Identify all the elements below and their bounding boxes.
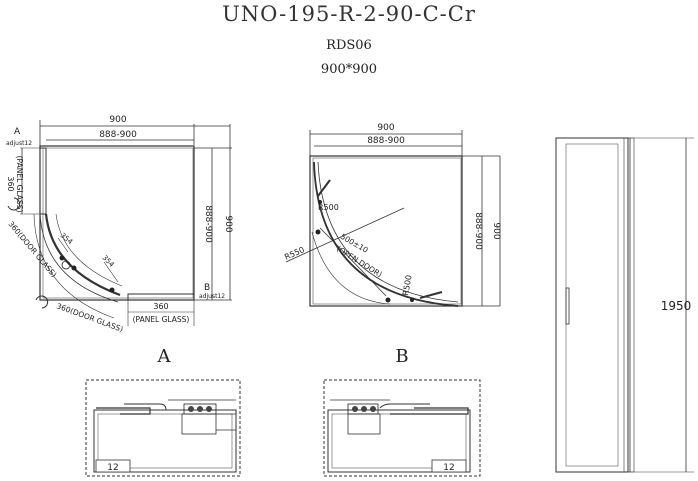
inner-dim-b: 354 — [101, 254, 116, 269]
detail-b: 12 — [323, 379, 481, 477]
height-dim: 1950 — [661, 299, 692, 313]
panel-left-label: (PANEL GLASS) — [15, 156, 24, 213]
detail-a-gap: 12 — [107, 463, 118, 473]
dim-width-range: 888-900 — [99, 130, 137, 140]
model-code: RDS06 — [326, 38, 372, 53]
detail-b-label: B — [395, 346, 408, 367]
front-elevation: 1950 — [555, 137, 694, 473]
model-size: 900*900 — [320, 62, 378, 77]
door-right-label: 360(DOOR GLASS) — [55, 301, 124, 333]
corner-b-adjust: adjust12 — [199, 293, 225, 300]
b-radius-outer: R550 — [283, 245, 306, 262]
b-radius-right: R500 — [401, 274, 413, 296]
detail-b-gap: 12 — [443, 463, 454, 473]
b-dim-width-range: 888-900 — [367, 136, 405, 146]
corner-a-adjust: adjust12 — [6, 140, 32, 147]
b-dim-depth-range: 888-900 — [473, 212, 483, 250]
plan-view-b: 900 888-900 888-900 900 R500 R500 R550 5… — [283, 123, 501, 307]
panel-left-size: 360 — [6, 176, 15, 191]
detail-a-label: A — [157, 346, 172, 367]
dim-width-overall: 900 — [109, 115, 126, 125]
plan-view-a: 900 888-900 888-900 900 360 (PANEL GLASS… — [6, 115, 233, 334]
b-radius-top: R500 — [318, 203, 339, 212]
dim-depth-overall: 900 — [223, 215, 233, 232]
b-dim-width-overall: 900 — [377, 123, 394, 133]
corner-a-label: A — [14, 127, 21, 137]
b-dim-depth-overall: 900 — [491, 222, 501, 239]
panel-bottom-size: 360 — [153, 302, 168, 311]
panel-bottom-label: (PANEL GLASS) — [133, 315, 190, 324]
corner-b-label: B — [204, 283, 210, 293]
dim-depth-range: 888-900 — [203, 205, 213, 243]
model-title: UNO-195-R-2-90-C-Cr — [222, 2, 476, 26]
door-left-label: 360(DOOR GLASS) — [6, 220, 58, 280]
detail-a: 12 — [85, 379, 241, 477]
